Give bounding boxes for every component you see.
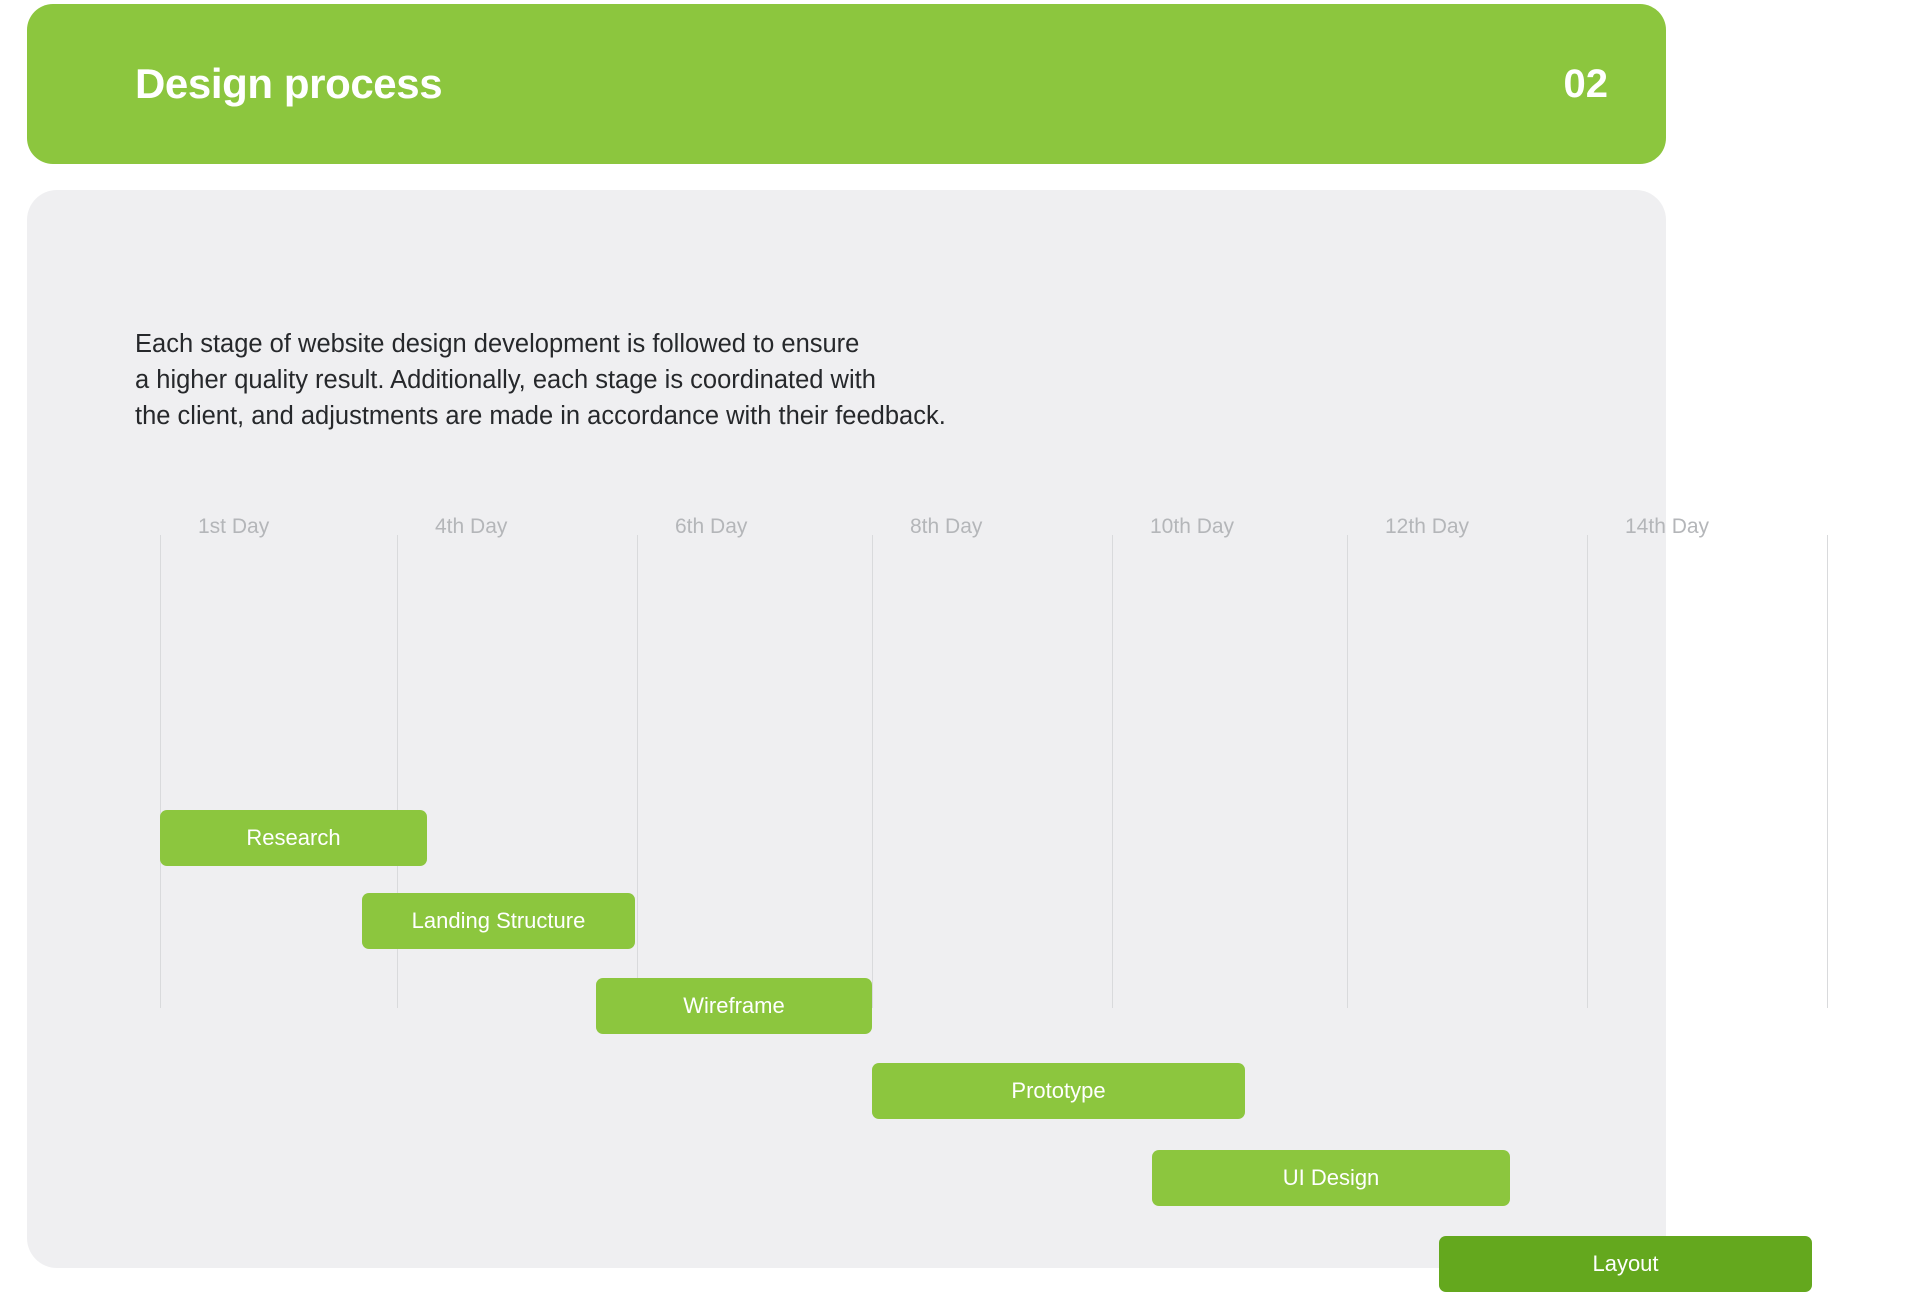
- gridline: [1587, 535, 1588, 1008]
- gantt-bar-label: Prototype: [1011, 1078, 1106, 1103]
- axis-tick-label: 10th Day: [1150, 515, 1235, 538]
- gridline: [1112, 535, 1113, 1008]
- axis-tick-label: 8th Day: [910, 515, 983, 538]
- gantt-bar-label: Landing Structure: [411, 908, 586, 933]
- gantt-bar[interactable]: UI Design: [1152, 1150, 1510, 1206]
- gridline: [1827, 535, 1828, 1008]
- gridline: [637, 535, 638, 1008]
- axis-tick-label: 1st Day: [198, 515, 270, 538]
- axis-tick-label: 14th Day: [1625, 515, 1710, 538]
- gridline: [160, 535, 161, 1008]
- gantt-bar-label: Research: [246, 825, 341, 850]
- gantt-bar[interactable]: Research: [160, 810, 427, 866]
- intro-paragraph: Each stage of website design development…: [135, 330, 946, 430]
- gantt-bar-label: UI Design: [1282, 1165, 1380, 1190]
- gridline: [397, 535, 398, 1008]
- header-bar: [27, 4, 1666, 164]
- gantt-bar-label: Layout: [1592, 1251, 1659, 1276]
- axis-tick-label: 6th Day: [675, 515, 748, 538]
- gridline: [872, 535, 873, 1008]
- gantt-bar[interactable]: Landing Structure: [362, 893, 635, 949]
- gantt-bar-label: Wireframe: [683, 993, 785, 1018]
- axis-tick-label: 12th Day: [1385, 515, 1470, 538]
- gantt-bar[interactable]: Layout: [1439, 1236, 1812, 1292]
- gantt-bar[interactable]: Prototype: [872, 1063, 1245, 1119]
- axis-tick-label: 4th Day: [435, 515, 508, 538]
- gantt-bar[interactable]: Wireframe: [596, 978, 872, 1034]
- content-card: Each stage of website design development…: [27, 190, 1828, 1292]
- gridline: [1347, 535, 1348, 1008]
- gantt-chart: 1st Day 4th Day 6th Day 8th Day 10th Day 12th…: [27, 190, 1828, 1292]
